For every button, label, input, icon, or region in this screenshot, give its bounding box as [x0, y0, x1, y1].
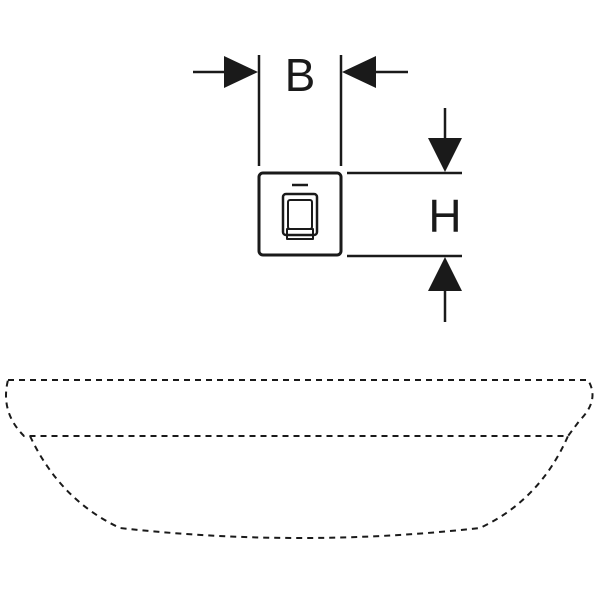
basin-bowl — [29, 435, 569, 539]
flush-button-icon — [281, 183, 319, 240]
basin-rim — [5, 379, 594, 437]
height-dimension — [347, 108, 462, 322]
width-dimension — [193, 55, 408, 166]
control-plate — [257, 171, 343, 257]
width-arrow-right — [342, 56, 376, 88]
height-label: H — [428, 190, 461, 242]
width-label: B — [285, 49, 316, 101]
basin-outline — [5, 379, 594, 539]
width-arrow-left — [224, 56, 258, 88]
height-arrow-bottom — [428, 257, 462, 291]
height-arrow-top — [428, 138, 462, 172]
